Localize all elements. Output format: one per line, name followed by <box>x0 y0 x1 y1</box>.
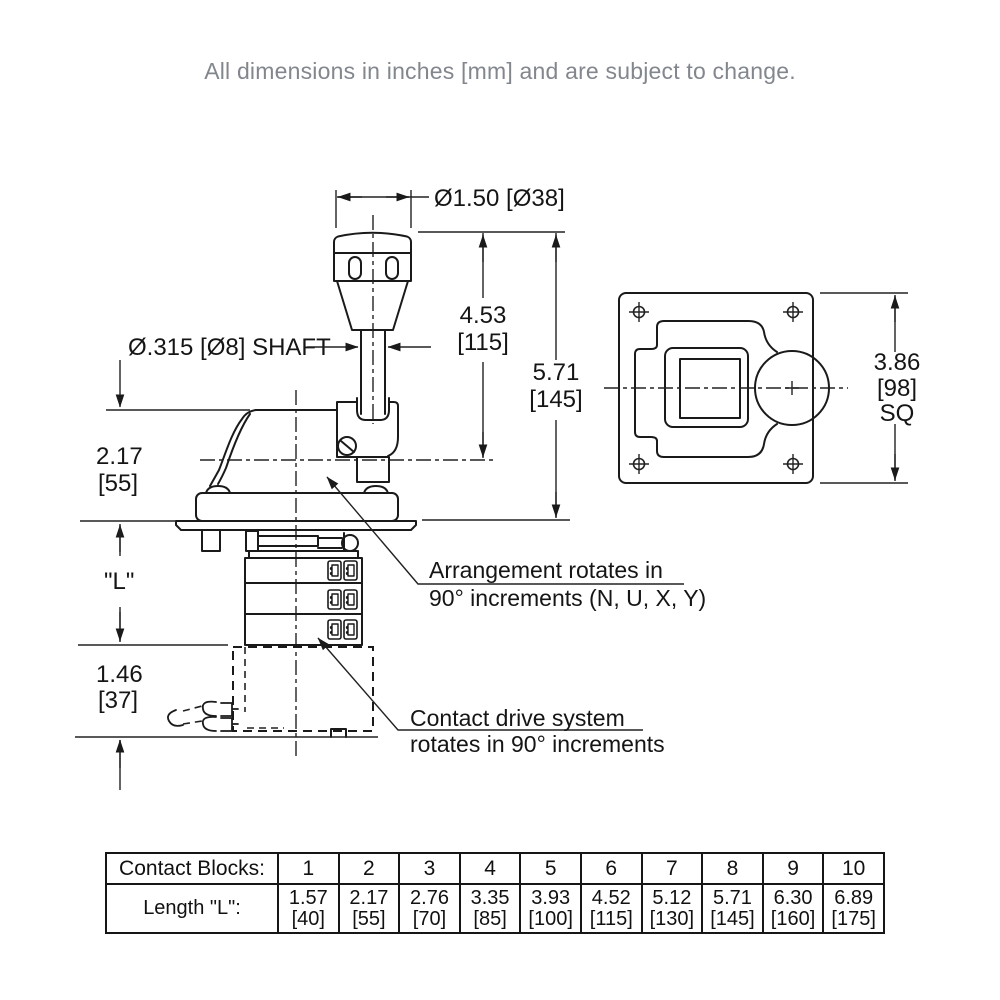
length-value: 3.93[100] <box>519 883 582 934</box>
dim-knob-diameter: Ø1.50 [Ø38] <box>434 185 565 212</box>
length-value: 2.76[70] <box>398 883 461 934</box>
switch-body <box>175 401 417 531</box>
leader-arrangement <box>326 476 684 585</box>
mounting-hole <box>628 453 650 475</box>
mounting-hole <box>628 301 650 323</box>
note-arrangement-line1: Arrangement rotates in <box>429 557 663 583</box>
length-spec-table: Contact Blocks: 1 2 3 4 5 6 7 8 9 10 Len… <box>105 852 885 934</box>
dim-flange-square: SQ <box>880 400 915 427</box>
mounting-hole <box>782 453 804 475</box>
dim-flange-in: 3.86 <box>874 349 921 376</box>
note-arrangement-line2: 90° increments (N, U, X, Y) <box>429 585 706 611</box>
length-value: 6.30[160] <box>761 883 825 934</box>
drive-housing-outline <box>634 320 778 458</box>
dim-height-full-mm: [145] <box>529 386 582 413</box>
mounting-hole <box>782 301 804 323</box>
dim-height-full-in: 5.71 <box>533 359 580 386</box>
block-count: 8 <box>701 852 764 885</box>
length-value: 6.89[175] <box>822 883 885 934</box>
row-label-length: Length "L": <box>105 883 279 934</box>
length-value: 2.17[55] <box>337 883 401 934</box>
block-count: 7 <box>640 852 704 885</box>
dim-height-top-in: 4.53 <box>460 302 507 329</box>
length-value: 5.71[145] <box>701 883 764 934</box>
leader-contact-drive <box>317 637 643 731</box>
dim-height-top-mm: [115] <box>457 329 509 356</box>
block-count: 10 <box>822 852 885 885</box>
table-row-length: Length "L": 1.57[40] 2.17[55] 2.76[70] 3… <box>105 883 885 934</box>
contact-blocks <box>244 550 363 646</box>
block-count: 4 <box>458 852 522 885</box>
dim-body-height-in: 2.17 <box>96 443 143 470</box>
table-row-contact-blocks: Contact Blocks: 1 2 3 4 5 6 7 8 9 10 <box>105 852 885 885</box>
dim-clearance-mm: [37] <box>98 687 138 714</box>
block-count: 6 <box>579 852 643 885</box>
length-value: 5.12[130] <box>640 883 704 934</box>
note-contact-line2: rotates in 90° increments <box>410 731 665 757</box>
drive-hardware <box>201 529 359 552</box>
row-label-contact-blocks: Contact Blocks: <box>105 852 279 885</box>
flange-view <box>604 292 848 484</box>
dim-body-height-mm: [55] <box>98 470 138 497</box>
length-value: 4.52[115] <box>579 883 643 934</box>
contact-terminals <box>327 560 358 640</box>
block-count: 1 <box>277 852 340 885</box>
dim-clearance-in: 1.46 <box>96 661 143 688</box>
dimensions-disclaimer: All dimensions in inches [mm] and are su… <box>204 58 796 84</box>
dim-shaft-diameter: Ø.315 [Ø8] SHAFT <box>128 334 331 361</box>
wire-connector-sketch <box>167 700 239 732</box>
block-count: 9 <box>761 852 825 885</box>
dim-length-label: "L" <box>104 568 134 595</box>
length-value: 3.35[85] <box>458 883 522 934</box>
front-view <box>75 215 570 757</box>
block-count: 2 <box>337 852 401 885</box>
dimension-lines: Ø1.50 [Ø38] Ø.315 [Ø8] SHAFT 4.53 [115] … <box>96 185 920 790</box>
dim-flange-mm: [98] <box>877 375 917 402</box>
annotations: Arrangement rotates in 90° increments (N… <box>317 476 706 757</box>
knob <box>333 231 412 331</box>
wiring-clearance <box>232 646 374 738</box>
length-value: 1.57[40] <box>277 883 340 934</box>
note-contact-line1: Contact drive system <box>410 705 625 731</box>
block-count: 5 <box>519 852 582 885</box>
block-count: 3 <box>398 852 461 885</box>
shaft <box>356 329 390 421</box>
